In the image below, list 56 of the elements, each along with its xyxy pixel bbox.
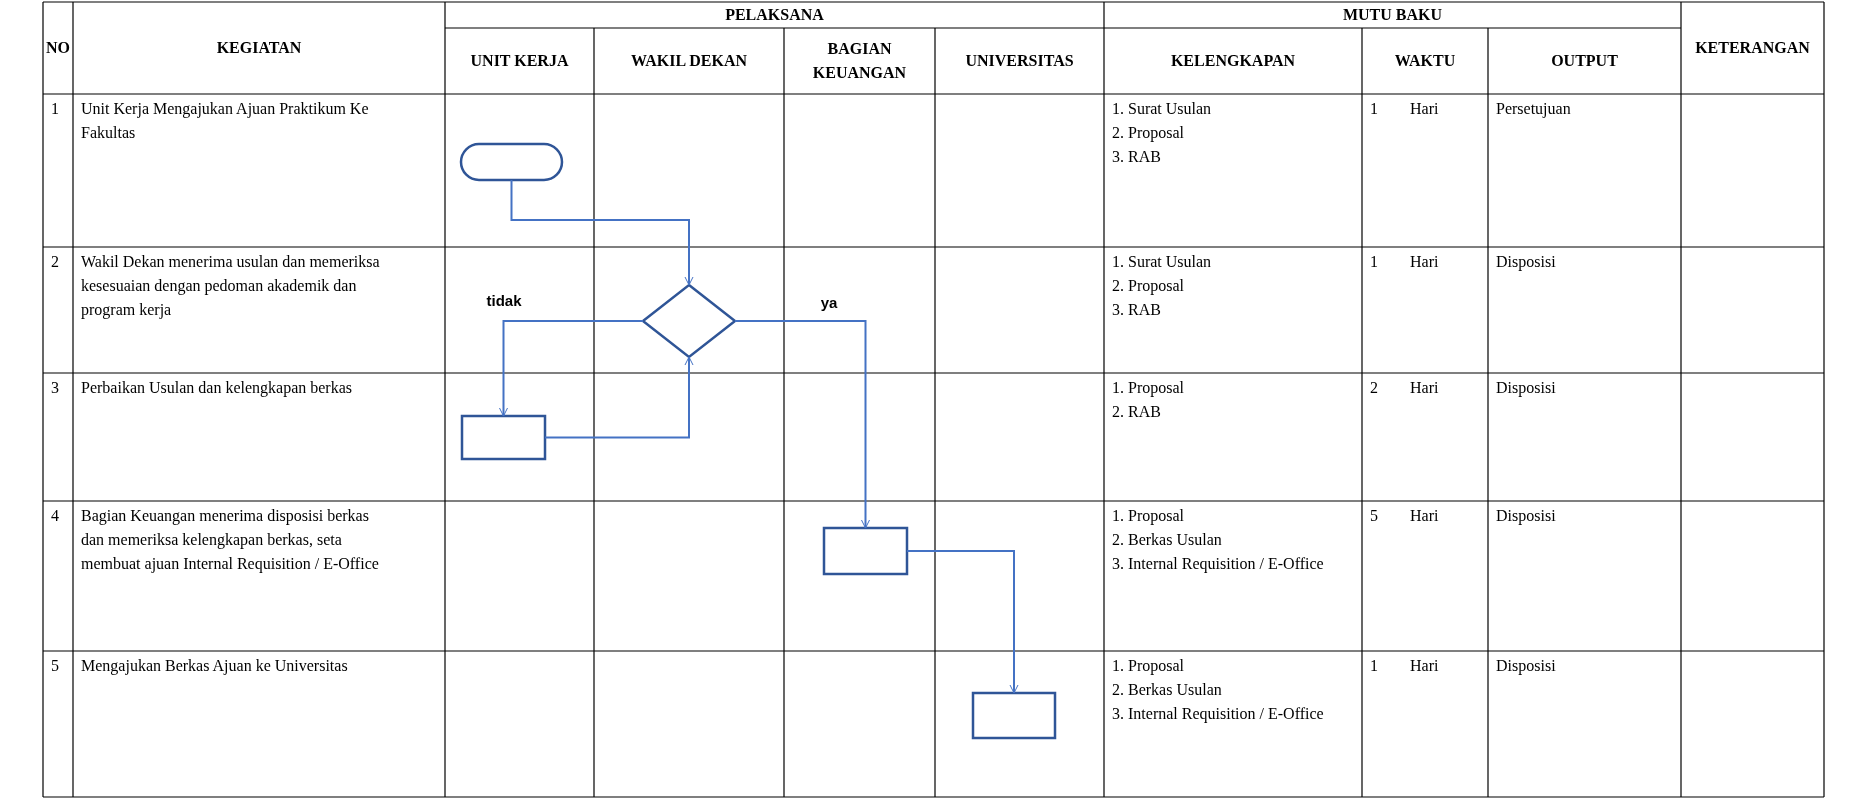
- output-text: Disposisi: [1496, 506, 1557, 527]
- arrow: [510, 179, 694, 286]
- terminator-shape: [459, 142, 564, 182]
- requirement-item: 1. Surat Usulan: [1111, 99, 1213, 119]
- process-box: [971, 691, 1057, 740]
- requirement-item: 2. Proposal: [1111, 276, 1185, 297]
- requirement-item: 1. Proposal: [1111, 506, 1185, 527]
- activity-text: Wakil Dekan menerima usulan dan memeriksa kesesuaian dengan pedoman akademik dan program kerja: [81, 252, 381, 321]
- output-text: Persetujuan: [1496, 99, 1572, 120]
- column-header: NO: [46, 38, 70, 58]
- row-number: 3: [51, 378, 60, 398]
- requirement-item: 1. Proposal: [1111, 656, 1185, 677]
- row-number: 5: [51, 656, 60, 676]
- column-header: MUTU BAKU: [1342, 5, 1443, 25]
- duration-text: 5 Hari: [1370, 506, 1440, 526]
- decision-diamond: [640, 283, 738, 359]
- column-header: KETERANGAN: [1695, 38, 1810, 58]
- duration-text: 1 Hari: [1370, 656, 1440, 676]
- column-header: UNIT KERJA: [470, 51, 569, 71]
- arrow: [544, 356, 694, 439]
- arrow: [906, 550, 1019, 694]
- column-header: WAKIL DEKAN: [631, 51, 747, 71]
- column-header: WAKTU: [1394, 51, 1456, 71]
- activity-text: Bagian Keuangan menerima disposisi berkas dan memeriksa kelengkapan berkas, seta membuat ajuan Internal Requisition / E-Office: [81, 506, 380, 575]
- row-number: 4: [51, 506, 60, 526]
- requirement-item: 2. RAB: [1111, 402, 1162, 422]
- requirement-item: 2. Proposal: [1111, 123, 1185, 144]
- activity-text: Mengajukan Berkas Ajuan ke Universitas: [81, 656, 349, 677]
- output-text: Disposisi: [1496, 252, 1557, 273]
- requirement-item: 1. Proposal: [1111, 378, 1185, 399]
- column-header: BAGIAN KEUANGAN: [811, 39, 908, 83]
- column-header: UNIVERSITAS: [965, 51, 1074, 71]
- requirement-item: 3. Internal Requisition / E-Office: [1111, 704, 1325, 725]
- requirement-item: 1. Surat Usulan: [1111, 252, 1213, 272]
- requirement-item: 3. RAB: [1111, 147, 1162, 167]
- row-number: 2: [51, 252, 60, 272]
- process-box: [822, 526, 909, 576]
- column-header: KEGIATAN: [216, 38, 302, 58]
- requirement-item: 3. RAB: [1111, 300, 1162, 320]
- duration-text: 2 Hari: [1370, 378, 1440, 398]
- column-header: KELENGKAPAN: [1170, 51, 1296, 71]
- column-header: OUTPUT: [1551, 51, 1618, 71]
- row-number: 1: [51, 99, 60, 119]
- output-text: Disposisi: [1496, 378, 1557, 399]
- output-text: Disposisi: [1496, 656, 1557, 677]
- duration-text: 1 Hari: [1370, 252, 1440, 272]
- requirement-item: 3. Internal Requisition / E-Office: [1111, 554, 1325, 575]
- activity-text: Perbaikan Usulan dan kelengkapan berkas: [81, 378, 353, 399]
- activity-text: Unit Kerja Mengajukan Ajuan Praktikum Ke Fakultas: [81, 99, 370, 143]
- arrow: [499, 320, 644, 417]
- arrow: [734, 320, 870, 529]
- requirement-item: 2. Berkas Usulan: [1111, 680, 1223, 700]
- column-header: PELAKSANA: [725, 5, 824, 25]
- duration-text: 1 Hari: [1370, 99, 1440, 119]
- process-box: [460, 414, 547, 461]
- requirement-item: 2. Berkas Usulan: [1111, 530, 1223, 550]
